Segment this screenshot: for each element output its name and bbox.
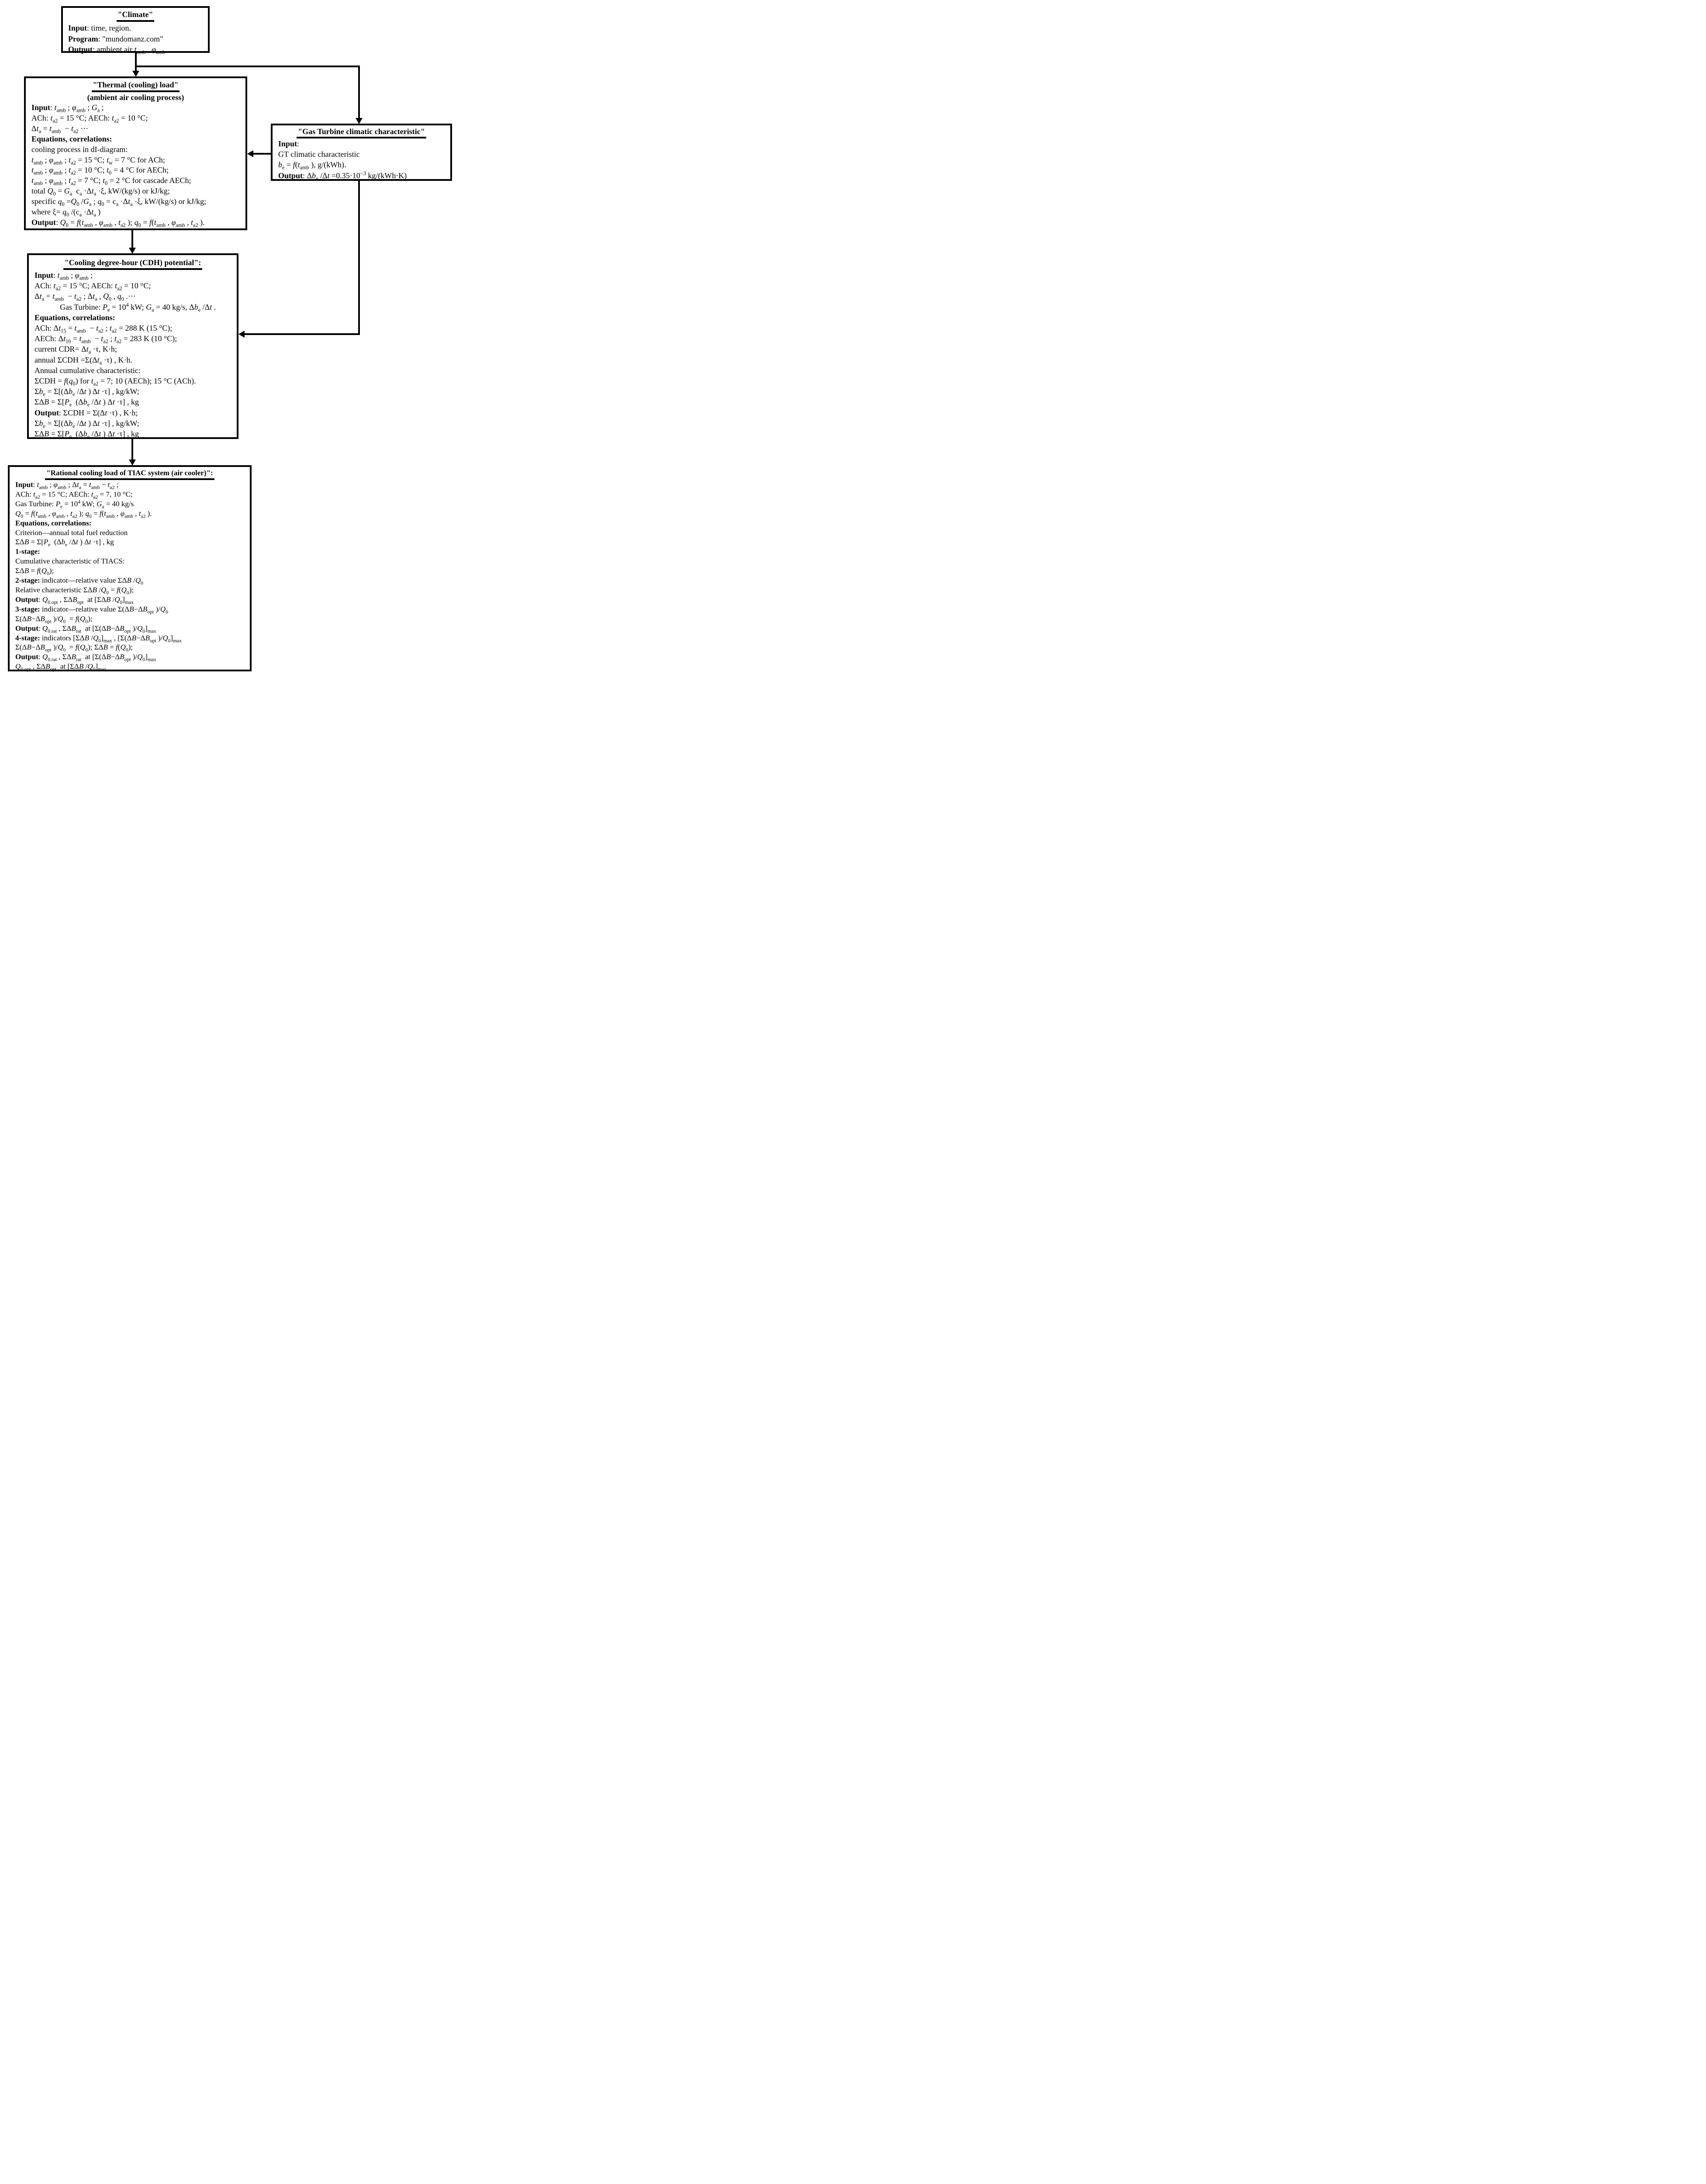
text-line: Cumulative characteristic of TIACS: bbox=[15, 557, 125, 566]
text-line: Output: Δbe /Δt =0.35·10−3 kg/(kWh·K) bbox=[278, 170, 407, 182]
text-line: Input: tamb ; φamb ; Ga ; bbox=[31, 103, 104, 114]
text-line: Gas Turbine: Pe = 104 kW; Ga = 40 kg/s bbox=[15, 499, 134, 510]
text-line: 2-stage: indicator—relative value ΣΔB /Q… bbox=[15, 576, 143, 586]
text-line: ACh: ta2 = 15 °C; AECh: ta2 = 10 °C; bbox=[35, 281, 151, 292]
rational-cooling-load-box-title: "Rational cooling load of TIAC system (a… bbox=[10, 468, 250, 480]
text-line: ΣΔB = Σ[Pe (Δbe /Δt ) Δt ·τ] , kg bbox=[15, 538, 114, 548]
text-line: ACh: Δt15 = tamb − ta2 ; ta2 = 288 K (15… bbox=[35, 324, 173, 334]
text-line: Relative characteristic ΣΔB /Q0 = f(Q0); bbox=[15, 585, 134, 596]
text-line: Δta = tamb − ta2 ⋯ bbox=[31, 124, 89, 135]
text-line: tamb ; φamb ; ta2 = 15 °C; tw = 7 °C for… bbox=[31, 155, 165, 166]
climate-box-title: "Climate" bbox=[63, 9, 208, 22]
flowchart: "Climate" Input: time, region. Program: "… bbox=[0, 0, 456, 683]
connector-gas-turbine-to-cdh bbox=[244, 333, 360, 335]
text-line: AECh: Δt10 = tamb − ta2 ; ta2 = 283 K (1… bbox=[35, 334, 177, 345]
thermal-load-box-subtitle: (ambient air cooling process) bbox=[87, 93, 184, 102]
text-line: Output: ΣCDH = Σ(Δt ·τ) , K·h; bbox=[35, 408, 138, 417]
text-line: ΣΔB = Σ[Pe (Δbe /Δt ) Δt ·τ] , kg bbox=[35, 429, 139, 440]
arrowhead-down-icon bbox=[132, 71, 139, 77]
text-line: Output: ambient air tamb , φamb bbox=[68, 45, 166, 55]
text-line: Program: "mundomanz.com" bbox=[68, 34, 163, 43]
text-line: Input: bbox=[278, 139, 300, 148]
thermal-load-box-title: "Thermal (cooling) load" bbox=[26, 79, 245, 92]
gas-turbine-box-title: "Gas Turbine climatic characteristic" bbox=[273, 126, 450, 138]
text-line: Annual cumulative characteristic: bbox=[35, 366, 141, 375]
climate-box: "Climate" Input: time, region. Program: "… bbox=[61, 6, 210, 55]
rational-cooling-load-box: "Rational cooling load of TIAC system (a… bbox=[8, 465, 252, 672]
text-line: Input: time, region. bbox=[68, 24, 131, 32]
connector-thermal-to-cdh bbox=[131, 230, 133, 248]
connector-cdh-to-rational bbox=[131, 439, 133, 460]
text-line: tamb ; φamb ; ta2 = 10 °C; t0 = 4 °C for… bbox=[31, 166, 169, 176]
text-line: Output: Q0.rat , ΣΔBrat at [Σ(ΔB−ΔBopt )… bbox=[15, 653, 156, 663]
text-line: Q0.opt , ΣΔBopt at [ΣΔB /Q0]max bbox=[15, 662, 107, 672]
text-line: Equations, correlations: bbox=[31, 134, 112, 143]
text-line: cooling process in dI-diagram: bbox=[31, 145, 128, 154]
text-line: 4-stage: indicators [ΣΔB /Q0]max , [Σ(ΔB… bbox=[15, 633, 182, 643]
gas-turbine-box: "Gas Turbine climatic characteristic" In… bbox=[271, 124, 452, 181]
text-line: Output: Q0 = f(tamb , φamb , ta2 ); q0 =… bbox=[31, 218, 205, 228]
arrowhead-left-icon bbox=[238, 331, 245, 338]
text-line: Q0 = f(tamb , φamb , ta2 ); q0 = f(tamb … bbox=[15, 509, 152, 519]
text-line: ΣΔB = Σ[Pe (Δbe /Δt ) Δt ·τ] , kg bbox=[35, 397, 139, 408]
connector-down-to-gas-turbine bbox=[358, 66, 360, 118]
text-line: Σbe = Σ[(Δbe /Δt ) Δt ·τ] , kg/kW; bbox=[35, 387, 139, 397]
arrowhead-down-icon bbox=[129, 460, 136, 466]
text-line: Σbe = Σ[(Δbe /Δt ) Δt ·τ] , kg/kW; bbox=[35, 418, 139, 429]
cdh-potential-box-body: Input: tamb ; φamb ;ACh: ta2 = 15 °C; AE… bbox=[29, 270, 237, 439]
text-line: GT climatic characteristic bbox=[278, 150, 360, 159]
text-line: 3-stage: indicator—relative value Σ(ΔB−Δ… bbox=[15, 605, 168, 615]
arrowhead-down-icon bbox=[356, 118, 363, 124]
text-line: Σ(ΔB−ΔBopt )/Q0 = f(Q0); ΣΔB = f(Q0); bbox=[15, 643, 133, 653]
text-line: Equations, correlations: bbox=[35, 313, 115, 322]
text-line: ΣCDH = f(q0) for ta2 = 7; 10 (AECh); 15 … bbox=[35, 377, 196, 387]
text-line: be = f(tamb ), g/(kWh). bbox=[278, 160, 346, 171]
text-line: Σ(ΔB−ΔBopt )/Q0 = f(Q0); bbox=[15, 614, 93, 625]
arrowhead-down-icon bbox=[129, 248, 136, 254]
text-line: current CDR= Δta ·τ, K·h; bbox=[35, 345, 117, 356]
branch-climate-to-gas-turbine bbox=[135, 66, 360, 67]
text-line: Input: tamb ; φamb ; Δta = tamb − ta2 ; bbox=[15, 480, 119, 491]
arrowhead-left-icon bbox=[247, 150, 253, 157]
text-line: Δta = tamb − ta2 ; Δta , Q0 , q0 .⋯ bbox=[35, 292, 136, 302]
text-line: tamb ; φamb ; ta2 = 7 °C; t0 = 2 °C for … bbox=[31, 176, 191, 187]
text-line: ΣΔB = f(Q0); bbox=[15, 567, 54, 577]
text-line: 1-stage: bbox=[15, 547, 40, 556]
text-line: where ξ= q0 /(ca ·Δta ) bbox=[31, 207, 101, 218]
text-line: Output: Q0.opt , ΣΔBopt at [ΣΔB /Q0]max bbox=[15, 595, 134, 605]
text-line: total Q0 = Ga ca ·Δta ·ξ, kW/(kg/s) or k… bbox=[31, 187, 170, 197]
text-line: Criterion—annual total fuel reduction bbox=[15, 528, 128, 537]
cdh-potential-box-title: "Cooling degree-hour (CDH) potential": bbox=[29, 257, 237, 270]
rational-cooling-load-box-body: Input: tamb ; φamb ; Δta = tamb − ta2 ;A… bbox=[10, 480, 250, 672]
text-line: specific q0 =Q0 /Ga ; q0 = ca ·Δta ·ξ, k… bbox=[31, 197, 207, 207]
text-line: annual ΣCDH =Σ(Δta ·τ) , K·h. bbox=[35, 355, 132, 366]
connector-climate-to-thermal bbox=[135, 53, 137, 72]
thermal-load-box-body: Input: tamb ; φamb ; Ga ;ACh: ta2 = 15 °… bbox=[26, 103, 245, 228]
text-line: Equations, correlations: bbox=[15, 518, 92, 527]
text-line: ACh: ta2 = 15 °C; AECh: ta2 = 7, 10 °C; bbox=[15, 490, 133, 500]
connector-gas-turbine-to-thermal bbox=[253, 153, 271, 155]
connector-gas-turbine-down bbox=[358, 181, 360, 334]
thermal-load-box: "Thermal (cooling) load" (ambient air co… bbox=[24, 76, 247, 230]
text-line: Input: tamb ; φamb ; bbox=[35, 271, 93, 281]
climate-box-body: Input: time, region. Program: "mundomanz.… bbox=[63, 22, 208, 55]
text-line: ACh: ta2 = 15 °C; AECh: ta2 = 10 °C; bbox=[31, 113, 148, 124]
text-line: Gas Turbine: Pe = 104 kW; Ga = 40 kg/s, … bbox=[60, 301, 216, 313]
text-line: Output: Q0.rat , ΣΔBrat at [Σ(ΔB−ΔBopt )… bbox=[15, 624, 156, 634]
cdh-potential-box: "Cooling degree-hour (CDH) potential": I… bbox=[27, 253, 238, 439]
